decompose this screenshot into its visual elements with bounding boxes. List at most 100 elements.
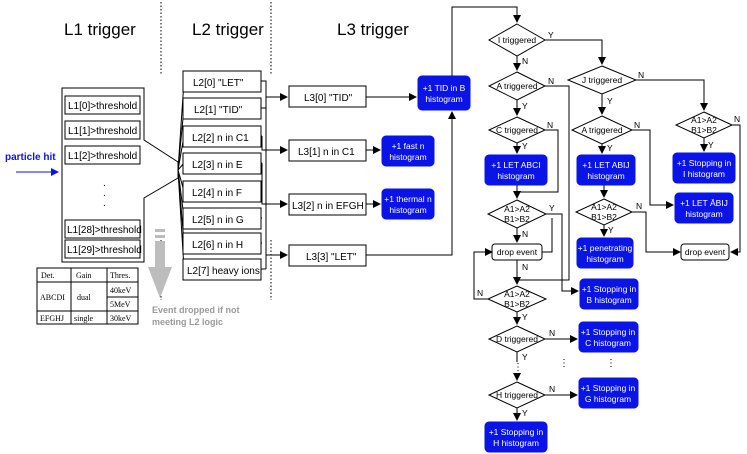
label-n: N	[549, 328, 555, 338]
l1-item-2	[64, 145, 141, 165]
thermal-n-label: +1 thermal n	[384, 194, 432, 204]
stopping-b-label2: B histogram	[586, 295, 631, 305]
label-y: Y	[608, 225, 614, 235]
let-abci-histogram	[484, 154, 548, 186]
vertical-dots: ⋮	[559, 358, 569, 369]
b1b2-label: B1>B2	[504, 299, 530, 309]
label-n: N	[522, 229, 528, 239]
let-abij-label2: histogram	[587, 171, 624, 181]
l1-item-28	[64, 219, 141, 239]
flow-middle-column: J triggered Y N A triggered Y N +1 LET A…	[566, 65, 708, 269]
label-n: N	[548, 76, 554, 86]
a1a2-label: A1>A2	[691, 115, 717, 125]
l1-dot: .	[103, 198, 106, 209]
l1-item-2-label: L1[2]>threshold	[68, 151, 137, 162]
l1-dot: .	[103, 188, 106, 199]
stopping-b-label: +1 Stopping in	[582, 284, 637, 294]
label-n: N	[477, 288, 483, 298]
fast-n-label: +1 fast n	[392, 141, 425, 151]
b1b2-label: B1>B2	[591, 212, 617, 222]
let-abij-histogram	[576, 154, 636, 186]
thermal-n-label2: histogram	[389, 205, 426, 215]
table-cell-30kev: 30keV	[110, 314, 132, 323]
label-y: Y	[549, 203, 555, 213]
arrow	[366, 111, 456, 256]
tid-histogram-label2: histogram	[425, 94, 462, 104]
b1b2-label: B1>B2	[691, 125, 717, 135]
stopping-h-label2: H histogram	[493, 438, 539, 448]
table-cell-abcdi: ABCDI	[40, 293, 65, 302]
stopping-g-label: +1 Stopping in	[581, 383, 636, 393]
label-n: N	[522, 262, 528, 272]
l2-item-5-label: L2[5] n in G	[192, 215, 244, 226]
label-n: N	[547, 120, 553, 130]
let-abij-bar-histogram	[674, 192, 734, 224]
table-cell-efghj: EFGHJ	[40, 314, 64, 323]
l1-header: L1 trigger	[64, 20, 136, 39]
table-header-det: Det.	[41, 271, 55, 280]
l2-to-l3-lines	[261, 80, 288, 270]
l3-item-2-label: L3[2] n in EFGH	[292, 201, 364, 212]
l2-item-3-label: L2[3] n in E	[192, 160, 243, 171]
label-n: N	[522, 56, 528, 66]
l1-item-28-label: L1[28]>threshold	[67, 225, 142, 236]
label-y: Y	[708, 140, 714, 150]
j-triggered-label: J triggered	[582, 75, 622, 85]
l1-item-1	[64, 120, 141, 140]
label-y: Y	[522, 408, 528, 418]
l2-item-4-label: L2[4] n in F	[192, 188, 242, 199]
drop-arrow-head	[148, 267, 172, 298]
thermal-n-histogram	[381, 188, 435, 220]
l3-items: L3[0] "TID" L3[1] n in C1 L3[2] n in EFG…	[288, 85, 367, 267]
table-header-thres: Thres.	[110, 271, 130, 280]
table-cell-single: single	[74, 314, 94, 323]
label-n: N	[634, 120, 640, 130]
stopping-h-label: +1 Stopping in	[489, 427, 544, 437]
drop-event-label: drop event	[685, 247, 726, 257]
table-cell-40kev: 40keV	[110, 286, 132, 295]
l3-item-3-label: L3[3] "LET"	[306, 252, 357, 263]
b1b2-label: B1>B2	[504, 214, 530, 224]
a1a2-label: A1>A2	[504, 204, 530, 214]
l1-item-1-label: L1[1]>threshold	[68, 126, 137, 137]
let-abij-label: +1 LET ABIJ	[582, 160, 629, 170]
let-abci-label: +1 LET ABCI	[491, 160, 540, 170]
arrow	[451, 6, 521, 76]
dropped-text-2: meeting L2 logic	[152, 317, 223, 327]
table-header-gain: Gain	[76, 271, 92, 280]
tid-histogram	[417, 75, 471, 111]
threshold-table: Det. Gain Thres. ABCDI dual 40keV 5MeV E…	[36, 267, 139, 325]
label-y: Y	[548, 30, 554, 40]
drop-arrow-dash	[155, 229, 165, 232]
table-cell-dual: dual	[77, 293, 92, 302]
l2-items: L2[0] "LET" L2[1] "TID" L2[2] n in C1 L2…	[182, 70, 262, 281]
stopping-c-label2: C histogram	[585, 338, 631, 348]
l1-item-0-label: L1[0]>threshold	[68, 101, 137, 112]
label-y: Y	[607, 143, 613, 153]
drop-arrow-dash	[155, 235, 165, 238]
l1-item-0	[64, 95, 141, 115]
l2-header: L2 trigger	[192, 20, 264, 39]
l1-dot: .	[103, 178, 106, 189]
l3-item-1-label: L3[1] n in C1	[298, 147, 355, 158]
h-triggered-label: H triggered	[496, 390, 538, 400]
stopping-h-histogram	[484, 421, 548, 453]
drop-event-box-2	[680, 243, 730, 261]
l2-item-2-label: L2[2] n in C1	[192, 133, 249, 144]
a-triggered-label: A triggered	[496, 81, 537, 91]
stopping-c-label: +1 Stopping in	[581, 327, 636, 337]
penetrating-label2: histogram	[586, 254, 623, 264]
flow-right-column: A1>A2 B1>B2 Y N +1 Stopping in I histogr…	[672, 111, 741, 261]
l2-item-7-label: L2[7] heavy ions	[187, 266, 260, 277]
label-n: N	[549, 384, 555, 394]
l2-item-1-label: L2[1] "TID"	[194, 105, 243, 116]
l3-item-0-label: L3[0] "TID"	[304, 93, 353, 104]
flow-left-column: I triggered N Y A triggered Y N C trigge…	[473, 23, 606, 453]
penetrating-histogram	[576, 237, 634, 269]
vertical-dots: ⋮	[513, 362, 523, 373]
stopping-g-histogram	[578, 377, 639, 409]
fast-n-histogram	[381, 135, 435, 167]
let-abci-label2: histogram	[497, 171, 534, 181]
label-y: Y	[522, 352, 528, 362]
